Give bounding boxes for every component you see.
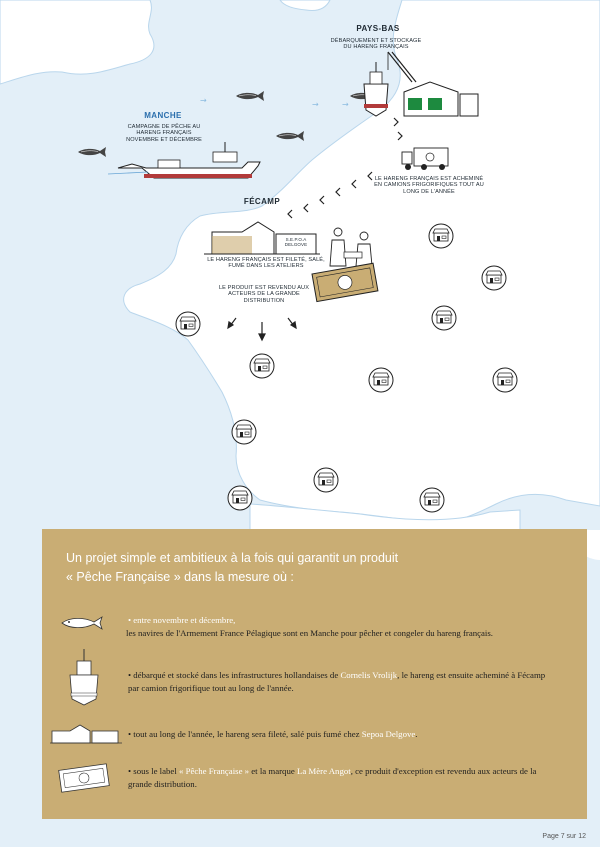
fishing-trawler-icon [107, 142, 261, 179]
panel-title-line1: Un projet simple et ambitieux à la fois … [66, 551, 399, 565]
truck-caption: LE HARENG FRANÇAIS EST ACHEMINÉ EN CAMIO… [374, 176, 484, 195]
fecamp-factory-icon [204, 221, 320, 255]
panel-item-4: • sous le label « Pêche Française » et l… [128, 765, 548, 790]
panel-item-1: • entre novembre et décembre, les navire… [126, 614, 548, 639]
fecamp-label: FÉCAMP [243, 197, 281, 206]
workers-icon [329, 227, 373, 267]
cornelis-vrolijk-highlight: Cornelis Vrolijk [340, 670, 398, 680]
manche-label: MANCHE [144, 111, 182, 120]
panel-item-1-line1: • entre novembre et décembre, [128, 615, 236, 625]
crane-icon [387, 51, 417, 83]
panel-item-4-text: • sous le label [128, 766, 179, 776]
trawler-icon [69, 649, 99, 706]
pays-bas-caption: DÉBARQUEMENT ET STOCKAGE DU HARENG FRANÇ… [330, 38, 422, 51]
manche-caption: CAMPAGNE DE PÊCHE AU HARENG FRANÇAIS NOV… [126, 124, 202, 143]
pays-bas-label: PAYS-BAS [356, 24, 400, 33]
great-britain-land [0, 0, 155, 85]
panel-title-line2: « Pêche Française » dans la mesure où : [66, 570, 294, 584]
peche-francaise-highlight: « Pêche Française » [178, 766, 250, 776]
fecamp-caption: LE HARENG FRANÇAIS EST FILETÉ, SALÉ, FUM… [207, 257, 325, 270]
svg-text:→: → [200, 96, 207, 105]
iberia-land [249, 503, 521, 531]
transport-route-arrows [287, 117, 403, 219]
factory-sign: S.E.P.O.A DELGOVE [284, 237, 308, 248]
panel-item-4-text-end: , ce produit d'exception est revendu aux… [128, 766, 537, 789]
warehouse-icon [403, 81, 479, 117]
page-number: Page 7 sur 12 [542, 833, 586, 840]
svg-text:→: → [312, 100, 319, 109]
product-pack-icon [58, 763, 110, 793]
product-pack-icon [311, 262, 379, 303]
refrigerated-truck-icon [401, 147, 449, 170]
panel-title: Un projet simple et ambitieux à la fois … [66, 549, 566, 587]
panel-item-3-text-end: . [415, 729, 418, 739]
svg-text:→: → [342, 100, 349, 109]
panel-item-3-text: • tout au long de l'année, le hareng ser… [128, 729, 362, 739]
herring-icon [61, 616, 103, 630]
panel-item-3: • tout au long de l'année, le hareng ser… [128, 728, 548, 741]
norway-land [279, 0, 331, 11]
harbor-trawler-icon [363, 62, 389, 117]
panel-item-2: • débarqué et stocké dans les infrastruc… [128, 669, 548, 694]
panel-item-2-text: • débarqué et stocké dans les infrastruc… [128, 670, 341, 680]
panel-item-4-text-mid: et la marque [249, 766, 297, 776]
info-panel: Un projet simple et ambitieux à la fois … [42, 529, 587, 819]
distribution-arrows [227, 317, 297, 342]
panel-item-1-line2: les navires de l'Armement France Pélagiq… [126, 627, 493, 638]
mere-angot-highlight: La Mère Angot [296, 766, 351, 776]
sepoa-delgove-highlight: Sepoa Delgove [361, 729, 416, 739]
panel-item-2-text-end: , le hareng est ensuite acheminé à Fécam… [128, 670, 546, 693]
factory-icon [50, 724, 122, 744]
product-caption: LE PRODUIT EST REVENDU AUX ACTEURS DE LA… [218, 285, 310, 304]
